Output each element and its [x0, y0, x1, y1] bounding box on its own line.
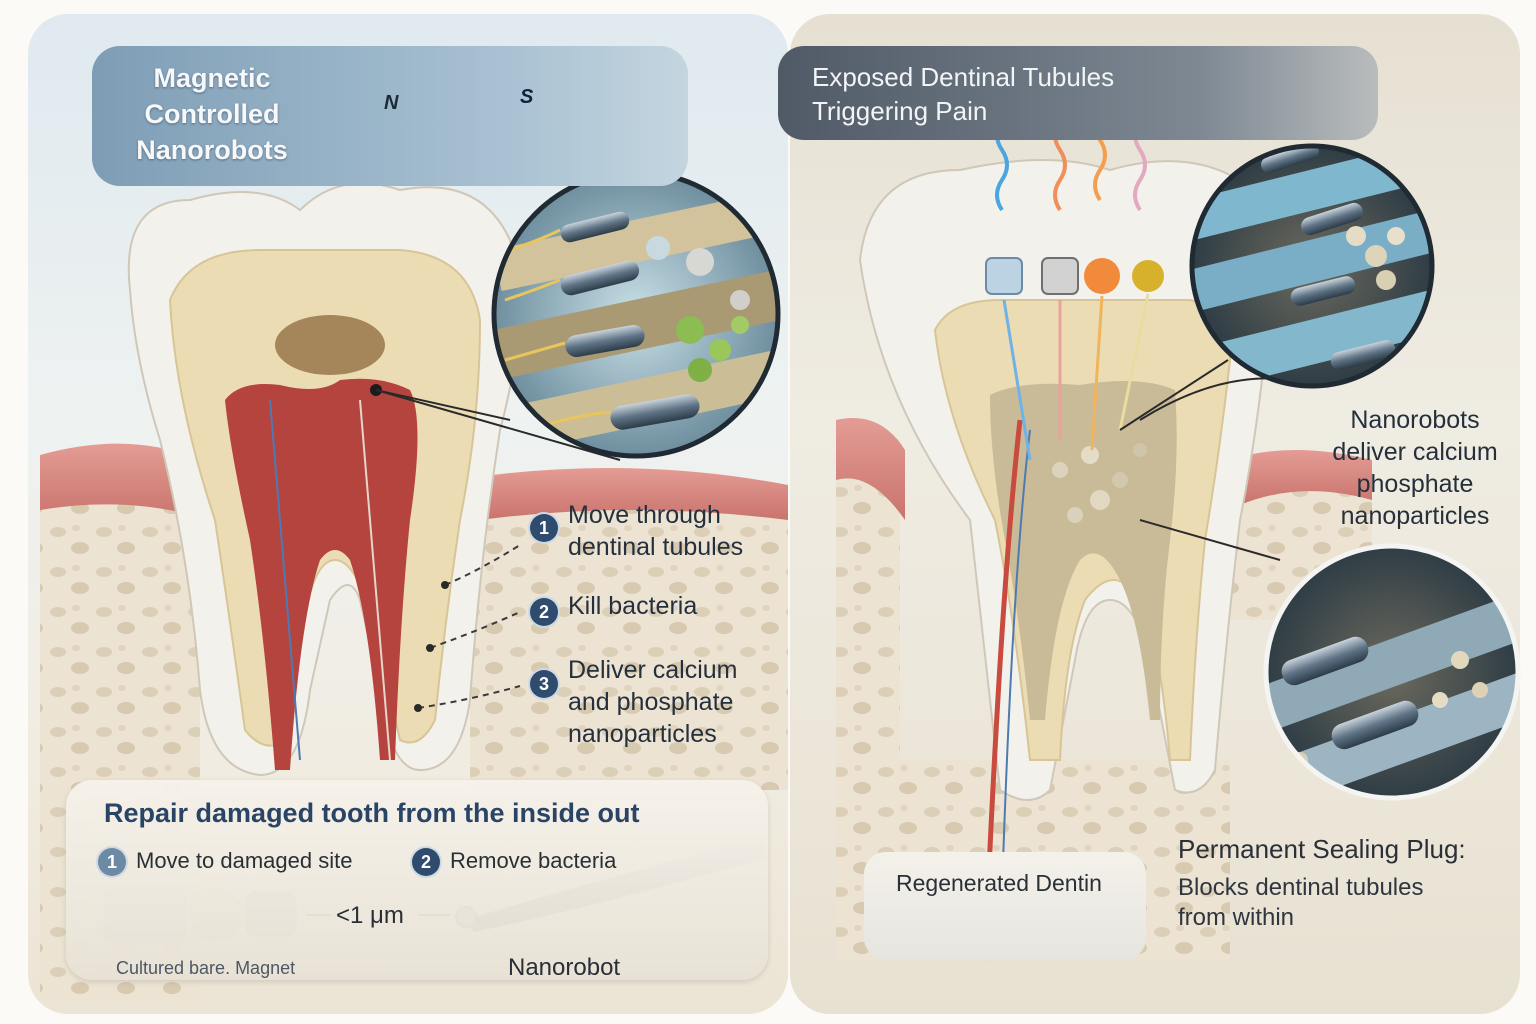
- magnetic-title-box: [92, 46, 688, 186]
- stimulus-icons: [985, 257, 1164, 295]
- step-3-text: Deliver calcium and phosphate nanopartic…: [568, 656, 738, 748]
- title-line: Triggering Pain: [812, 96, 988, 126]
- nerve-blue-left: [269, 399, 301, 761]
- title-line: Magnetic: [153, 63, 271, 93]
- repair-step-1-text: Move to damaged site: [136, 848, 353, 873]
- caption-left: Cultured bare. Magnet: [116, 958, 296, 978]
- title-line: Nanorobots: [136, 135, 288, 165]
- seal-desc: Blocks dentinal tubules from within: [1178, 874, 1424, 931]
- bone-left-b: [470, 482, 788, 790]
- repair-title: Repair damaged tooth from the inside out: [104, 798, 640, 828]
- magnet-south-label: S: [520, 86, 534, 108]
- stim-ray-3: [1090, 295, 1104, 451]
- repair-step-2-badge: 2: [412, 848, 440, 876]
- exposed-title-box: [778, 46, 1378, 140]
- zoom-line-a: [375, 389, 511, 421]
- tooth-left-pulp: [225, 378, 418, 770]
- zoom-circle-right-top: [1189, 143, 1435, 389]
- stim-ray-4: [1118, 293, 1150, 431]
- step-2-badge: 2: [530, 598, 558, 626]
- calcium-particles-right: [1052, 443, 1147, 523]
- step-2-text: Kill bacteria: [568, 592, 698, 620]
- seal-title: Permanent Sealing Plug:: [1178, 834, 1466, 864]
- gum-right-b: [1230, 450, 1372, 505]
- title-line: Exposed Dentinal Tubules: [812, 62, 1115, 92]
- magnet-north-label: N: [384, 92, 399, 114]
- regen-label: Regenerated Dentin: [896, 870, 1102, 896]
- exposed-title: Exposed Dentinal Tubules Triggering Pain: [812, 60, 1114, 128]
- stim-ray-1: [1002, 299, 1032, 461]
- repair-box: [66, 780, 768, 980]
- repair-step-2-text: Remove bacteria: [450, 848, 617, 873]
- zoom-circle-left: [491, 169, 781, 459]
- zoom-line-c: [1119, 359, 1229, 431]
- zoom-line-e: [1139, 519, 1281, 561]
- step-3-badge: 3: [530, 670, 558, 698]
- decay-spot: [275, 315, 385, 375]
- nerve-white-left: [359, 399, 391, 761]
- regen-box: [864, 852, 1146, 960]
- zoom-circle-right-bottom: [1263, 543, 1521, 801]
- magnetic-title: Magnetic Controlled Nanorobots: [112, 60, 312, 168]
- deliver-text: Nanorobots deliver calcium phosphate nan…: [1332, 406, 1498, 530]
- repair-step-1-badge: 1: [98, 848, 126, 876]
- zoom-line-b: [375, 389, 621, 461]
- step-1-badge: 1: [530, 514, 558, 542]
- gum-left-b: [470, 468, 788, 520]
- scale-label: <1 μm: [336, 902, 404, 929]
- gum-right-a: [836, 418, 905, 520]
- leader-3: [417, 685, 521, 709]
- tooth-right-filled-pulp: [990, 381, 1177, 720]
- caption-nanorobot: Nanorobot: [508, 954, 621, 981]
- step-1-text: Move through dentinal tubules: [568, 501, 744, 561]
- nanorobot-icon: [560, 211, 700, 430]
- title-line: Controlled: [144, 99, 280, 129]
